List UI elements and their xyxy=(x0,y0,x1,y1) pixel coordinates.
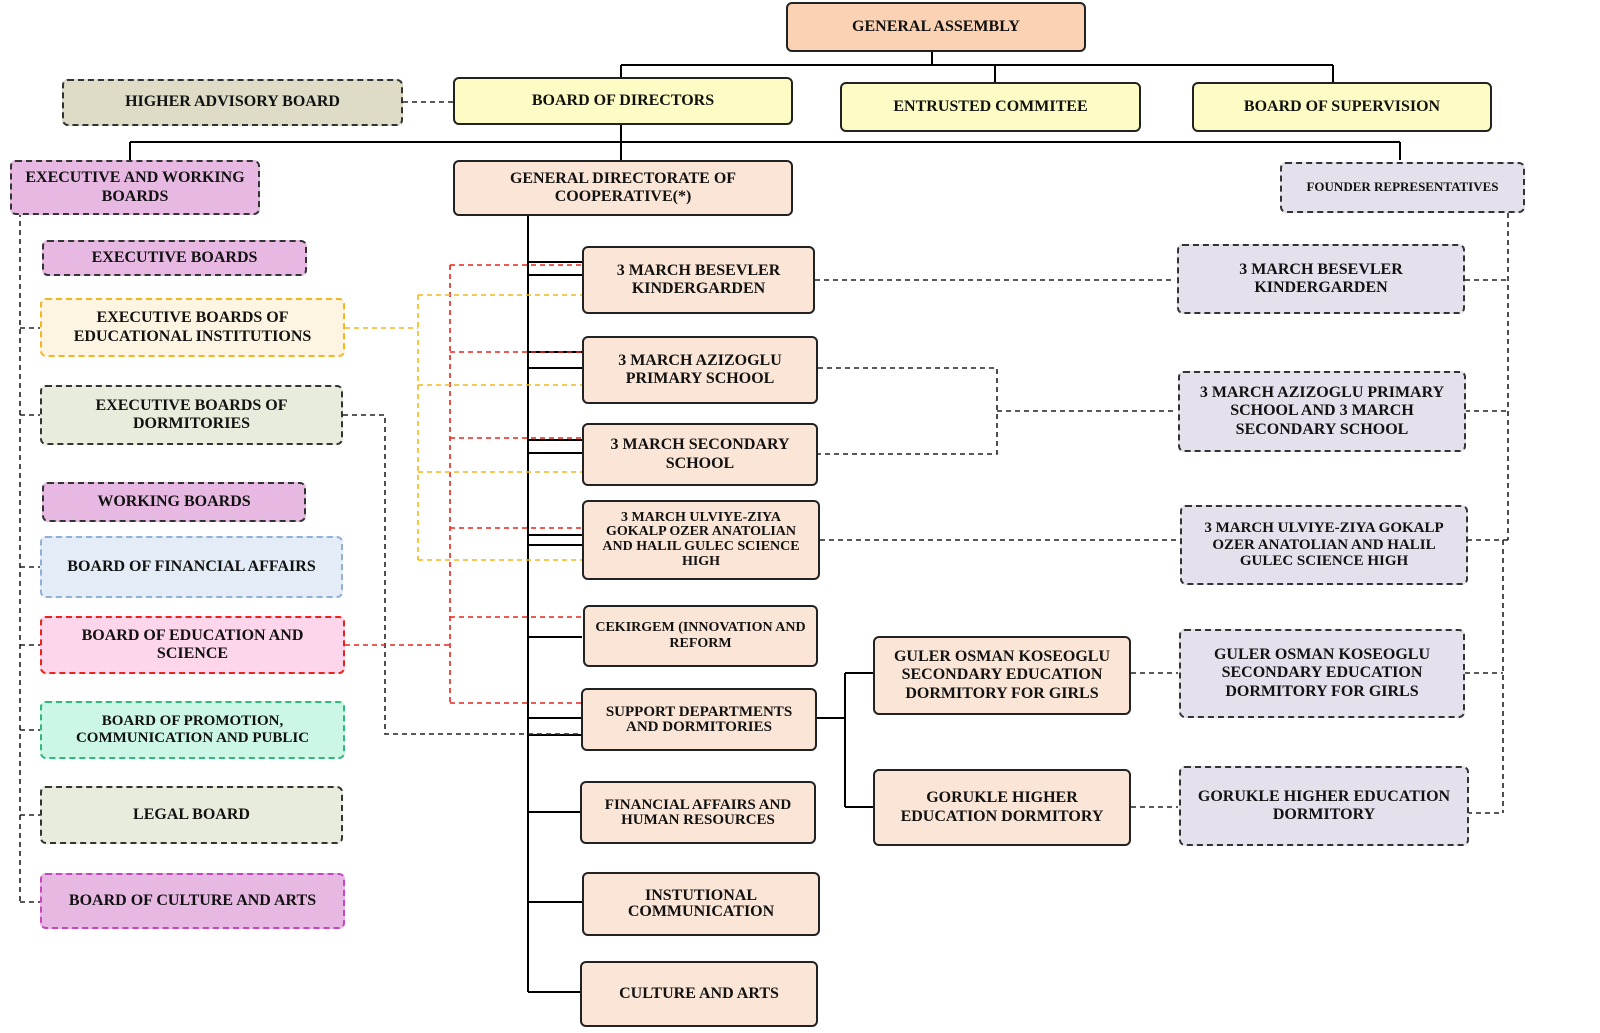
unit-science-high-box: 3 MARCH ULVIYE-ZIYA GOKALP OZER ANATOLIA… xyxy=(582,500,820,580)
board-financial-affairs-box: BOARD OF FINANCIAL AFFAIRS xyxy=(40,536,343,598)
working-boards-box: WORKING BOARDS xyxy=(42,482,306,522)
unit-primary-school-box: 3 MARCH AZIZOGLU PRIMARY SCHOOL xyxy=(582,336,818,404)
board-education-science-box: BOARD OF EDUCATION AND SCIENCE xyxy=(40,616,345,674)
unit-secondary-school-box: 3 MARCH SECONDARY SCHOOL xyxy=(582,423,818,486)
unit-support-departments-box: SUPPORT DEPARTMENTS AND DORMITORIES xyxy=(581,688,817,751)
exec-boards-dormitories-box: EXECUTIVE BOARDS OF DORMITORIES xyxy=(40,385,343,445)
founder-representatives-box: FOUNDER REPRESENTATIVES xyxy=(1280,162,1525,213)
entrusted-committee-box: ENTRUSTED COMMITEE xyxy=(840,82,1141,132)
dorm-gorukle-box: GORUKLE HIGHER EDUCATION DORMITORY xyxy=(873,769,1131,846)
unit-culture-and-arts-box: CULTURE AND ARTS xyxy=(580,961,818,1027)
general-directorate-box: GENERAL DIRECTORATE OF COOPERATIVE(*) xyxy=(453,160,793,216)
rep-primary-secondary-box: 3 MARCH AZIZOGLU PRIMARY SCHOOL AND 3 MA… xyxy=(1178,371,1466,452)
unit-cekirgem-box: CEKIRGEM (INNOVATION AND REFORM xyxy=(583,605,818,667)
legal-board-box: LEGAL BOARD xyxy=(40,786,343,844)
rep-science-high-box: 3 MARCH ULVIYE-ZIYA GOKALP OZER ANATOLIA… xyxy=(1180,505,1468,585)
dorm-guler-osman-box: GULER OSMAN KOSEOGLU SECONDARY EDUCATION… xyxy=(873,636,1131,715)
exec-boards-educational-box: EXECUTIVE BOARDS OF EDUCATIONAL INSTITUT… xyxy=(40,298,345,357)
rep-kindergarden-box: 3 MARCH BESEVLER KINDERGARDEN xyxy=(1177,244,1465,314)
rep-guler-osman-box: GULER OSMAN KOSEOGLU SECONDARY EDUCATION… xyxy=(1179,629,1465,718)
board-culture-arts-box: BOARD OF CULTURE AND ARTS xyxy=(40,873,345,929)
unit-kindergarden-box: 3 MARCH BESEVLER KINDERGARDEN xyxy=(582,246,815,314)
unit-financial-hr-box: FINANCIAL AFFAIRS AND HUMAN RESOURCES xyxy=(580,781,816,844)
board-of-supervision-box: BOARD OF SUPERVISION xyxy=(1192,82,1492,132)
rep-gorukle-box: GORUKLE HIGHER EDUCATION DORMITORY xyxy=(1179,766,1469,846)
executive-boards-box: EXECUTIVE BOARDS xyxy=(42,240,307,276)
board-promotion-box: BOARD OF PROMOTION, COMMUNICATION AND PU… xyxy=(40,701,345,759)
general-assembly-box: GENERAL ASSEMBLY xyxy=(786,2,1086,52)
unit-institutional-communication-box: INSTUTIONAL COMMUNICATION xyxy=(582,872,820,936)
executive-and-working-boards-box: EXECUTIVE AND WORKING BOARDS xyxy=(10,160,260,215)
board-of-directors-box: BOARD OF DIRECTORS xyxy=(453,77,793,125)
higher-advisory-board-box: HIGHER ADVISORY BOARD xyxy=(62,79,403,126)
